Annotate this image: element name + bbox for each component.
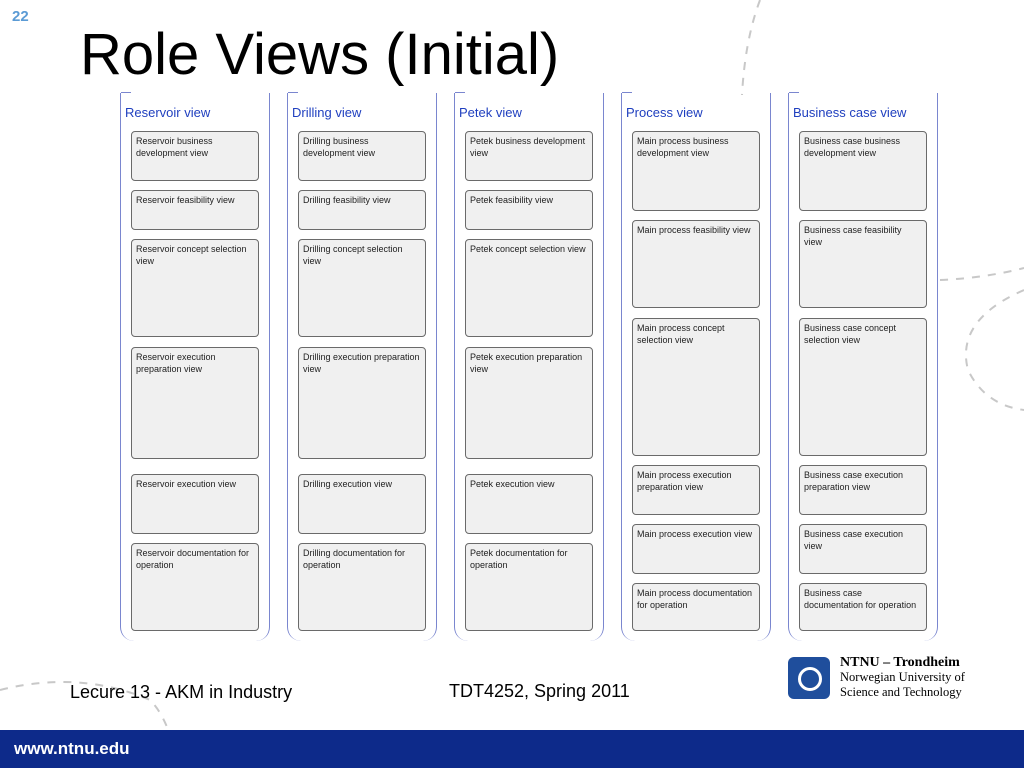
view-box: Drilling execution view [298,474,426,534]
column-title: Petek view [459,105,522,120]
view-box: Business case documentation for operatio… [799,583,927,631]
column-title: Drilling view [292,105,362,120]
view-box: Petek concept selection view [465,239,593,337]
column-drilling: Drilling view Drilling business developm… [287,92,437,641]
column-reservoir: Reservoir view Reservoir business develo… [120,92,270,641]
view-box: Business case execution view [799,524,927,574]
view-box: Reservoir feasibility view [131,190,259,230]
view-box: Reservoir business development view [131,131,259,181]
slide-number: 22 [12,8,29,25]
view-box: Drilling concept selection view [298,239,426,337]
column-business-case: Business case view Business case busines… [788,92,938,641]
view-box: Reservoir execution preparation view [131,347,259,459]
view-box: Petek execution preparation view [465,347,593,459]
column-process: Process view Main process business devel… [621,92,771,641]
view-box: Drilling feasibility view [298,190,426,230]
view-box: Main process execution view [632,524,760,574]
column-title: Process view [626,105,703,120]
view-box: Drilling documentation for operation [298,543,426,631]
view-box: Reservoir execution view [131,474,259,534]
view-box: Business case concept selection view [799,318,927,456]
view-box: Reservoir documentation for operation [131,543,259,631]
view-box: Main process business development view [632,131,760,211]
view-box: Petek feasibility view [465,190,593,230]
footer-bar [0,730,1024,768]
view-box: Business case execution preparation view [799,465,927,515]
view-box: Main process documentation for operation [632,583,760,631]
logo-line2: Norwegian University of [840,670,965,684]
ntnu-logo-icon [788,657,830,699]
logo-line1: NTNU – Trondheim [840,655,960,670]
view-box: Business case feasibility view [799,220,927,308]
column-petek: Petek view Petek business development vi… [454,92,604,641]
view-box: Drilling business development view [298,131,426,181]
logo-line3: Science and Technology [840,685,962,699]
view-box: Main process feasibility view [632,220,760,308]
footer-course: TDT4252, Spring 2011 [449,681,630,701]
column-title: Business case view [793,105,907,120]
view-box: Main process concept selection view [632,318,760,456]
footer-url[interactable]: www.ntnu.edu [14,739,130,758]
view-box: Reservoir concept selection view [131,239,259,337]
footer-lecture: Lecure 13 - AKM in Industry [70,682,293,702]
view-box: Petek business development view [465,131,593,181]
view-box: Business case business development view [799,131,927,211]
column-title: Reservoir view [125,105,211,120]
view-box: Petek execution view [465,474,593,534]
view-box: Drilling execution preparation view [298,347,426,459]
slide-title: Role Views (Initial) [80,22,560,87]
view-box: Main process execution preparation view [632,465,760,515]
view-box: Petek documentation for operation [465,543,593,631]
